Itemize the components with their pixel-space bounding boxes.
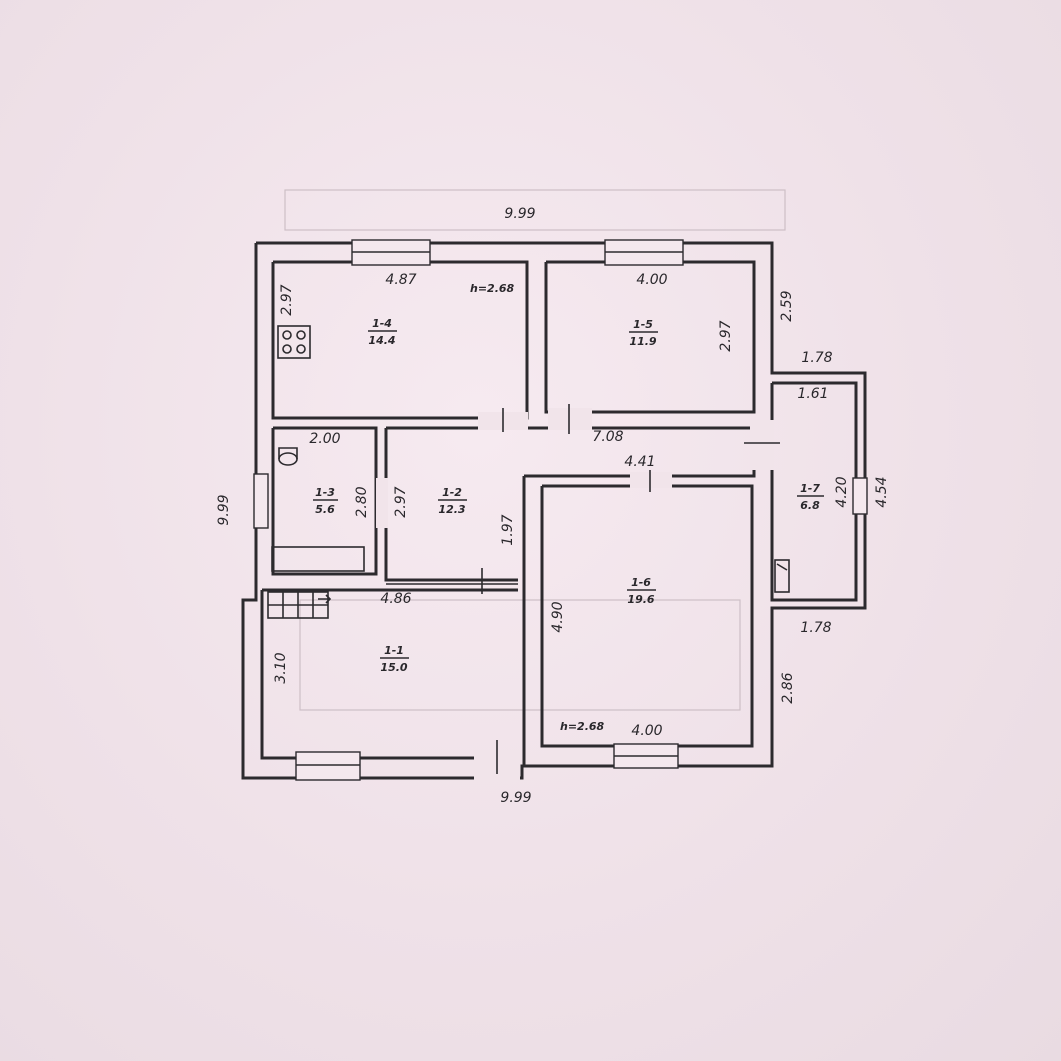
- dim-annex-top-inner: 1.61: [797, 386, 828, 402]
- dim-r15-width: 4.00: [636, 272, 667, 288]
- room-area: 14.4: [368, 334, 395, 347]
- room-id: 1-3: [315, 486, 335, 499]
- boiler-icon: [774, 559, 790, 593]
- dim-r13-height: 2.80: [354, 486, 370, 517]
- dim-corridor-length: 7.08: [592, 429, 623, 445]
- dimension-labels: 9.99 9.99 9.99 4.87 2.97 4.00 2.97 2.59 …: [216, 206, 890, 806]
- toilet-icon: [278, 452, 298, 466]
- room-id: 1-4: [372, 317, 392, 330]
- bathtub-icon: [271, 546, 365, 572]
- ceiling-height-top: h=2.68: [470, 282, 515, 295]
- dim-annex-top-outer: 1.78: [801, 350, 832, 366]
- dim-annex-bottom-outer: 1.78: [800, 620, 831, 636]
- room-id: 1-1: [384, 644, 404, 657]
- stove-icon: [277, 325, 311, 359]
- windows: [253, 239, 868, 781]
- dim-annex-height-outer: 4.54: [874, 476, 890, 507]
- room-area: 6.8: [800, 499, 820, 512]
- doors: [376, 404, 780, 780]
- room-id: 1-6: [631, 576, 651, 589]
- room-id: 1-2: [442, 486, 462, 499]
- dim-r14-height: 2.97: [279, 284, 295, 315]
- dim-bottom-total: 9.99: [500, 790, 531, 806]
- room-1-7-label: 1-7 6.8: [797, 482, 824, 512]
- room-id: 1-7: [800, 482, 820, 495]
- room-area: 15.0: [380, 661, 407, 674]
- room-1-5-label: 1-5 11.9: [629, 318, 658, 348]
- outer-walls: [241, 241, 867, 780]
- room-id: 1-5: [633, 318, 653, 331]
- ceiling-height-bottom: h=2.68: [560, 720, 605, 733]
- bleed-through-marks: [284, 189, 786, 711]
- room-area: 12.3: [438, 503, 465, 516]
- dim-right-upper: 2.59: [779, 290, 795, 321]
- room-area: 5.6: [315, 503, 335, 516]
- dim-r16-width: 4.00: [631, 723, 662, 739]
- dim-r12-height: 2.97: [393, 486, 409, 517]
- dim-r15-height: 2.97: [718, 320, 734, 351]
- dim-r16-top: 4.41: [624, 454, 655, 470]
- dim-r14-width: 4.87: [385, 272, 416, 288]
- inner-walls: [260, 260, 858, 766]
- room-area: 11.9: [629, 335, 656, 348]
- dim-r11-width: 4.86: [380, 591, 411, 607]
- dim-annex-height-inner: 4.20: [834, 476, 850, 507]
- dim-r11-height: 3.10: [273, 652, 289, 683]
- dim-right-lower: 2.86: [780, 672, 796, 703]
- dim-left-total: 9.99: [216, 494, 232, 525]
- room-area: 19.6: [627, 593, 654, 606]
- dim-top-total: 9.99: [504, 206, 535, 222]
- fixtures: [267, 325, 790, 619]
- room-1-3-label: 1-3 5.6: [313, 486, 338, 516]
- room-1-2-label: 1-2 12.3: [438, 486, 467, 516]
- room-1-4-label: 1-4 14.4: [368, 317, 397, 347]
- room-1-6-label: 1-6 19.6: [627, 576, 656, 606]
- room-1-1-label: 1-1 15.0: [380, 644, 409, 674]
- dim-r12-lower: 1.97: [500, 514, 516, 545]
- dim-r16-height: 4.90: [550, 601, 566, 632]
- dim-r13-width: 2.00: [309, 431, 340, 447]
